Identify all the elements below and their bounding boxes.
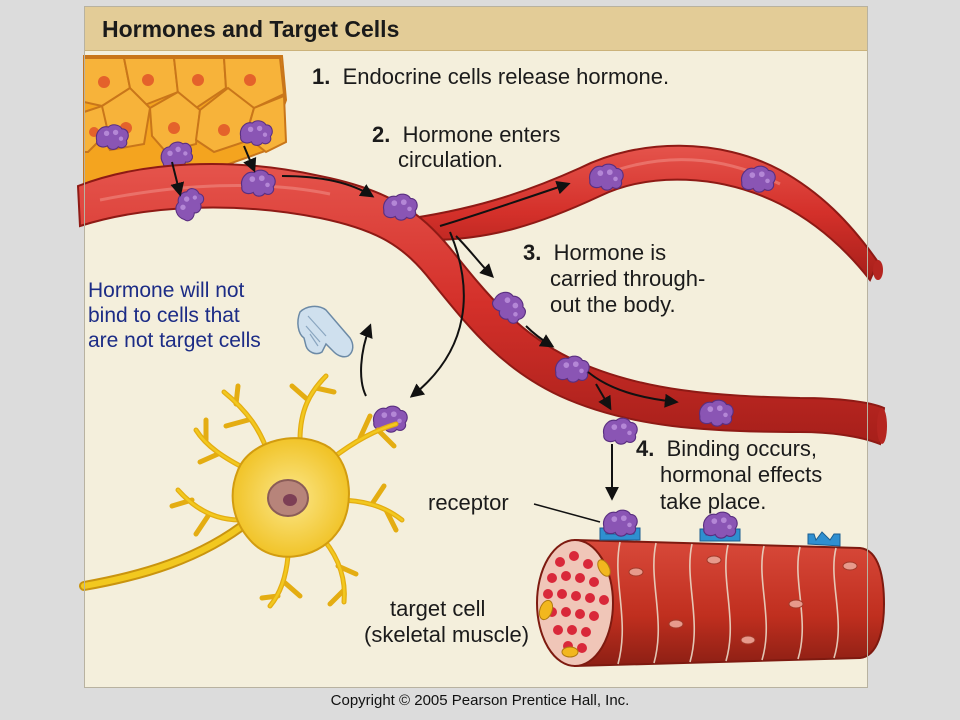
copyright-notice: Copyright © 2005 Pearson Prentice Hall, …	[330, 692, 630, 709]
diagram-title: Hormones and Target Cells	[102, 16, 400, 42]
neuron-nontarget-cell	[79, 373, 405, 609]
step-3-label-line3: out the body.	[550, 292, 676, 317]
title-bar	[84, 6, 868, 51]
step-4-label-line2: hormonal effects	[660, 462, 823, 487]
skeletal-muscle-target-cell	[536, 538, 886, 668]
warning-line-3: are not target cells	[88, 329, 261, 352]
endocrine-cells	[83, 55, 288, 192]
non-target-warning: Hormone will not bind to cells that are …	[88, 278, 261, 353]
step-3-label-line2: carried through-	[550, 266, 706, 291]
receptors	[599, 509, 841, 547]
flow-arrows	[170, 145, 679, 501]
step-2-label: 2. Hormone enters	[372, 122, 561, 147]
receptor-leader-line	[533, 503, 601, 523]
step-4-label: 4. Binding occurs,	[636, 436, 818, 461]
warning-line-1: Hormone will not	[88, 279, 245, 302]
step-4-label-line3: take place.	[660, 489, 767, 514]
step-3-label: 3. Hormone is	[523, 240, 667, 265]
warning-line-2: bind to cells that	[88, 304, 240, 327]
step-2-label-line2: circulation.	[398, 147, 504, 172]
step-1-label: 1. Endocrine cells release hormone.	[312, 64, 670, 89]
target-cell-sublabel: (skeletal muscle)	[364, 622, 530, 647]
receptor-label: receptor	[428, 490, 509, 515]
target-cell-label: target cell	[390, 596, 486, 621]
pointing-hand-icon	[297, 305, 354, 358]
